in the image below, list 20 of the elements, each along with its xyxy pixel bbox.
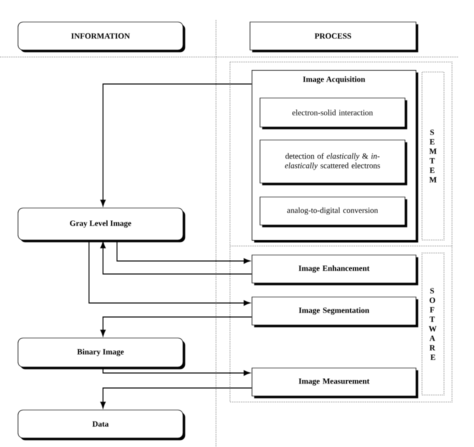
arrow [88, 240, 250, 306]
process-box: analog-to-digital conversion [260, 196, 408, 228]
vertical-label-box: SEM TEM [422, 72, 444, 240]
vertical-label-box: SOFTWARE [422, 252, 444, 396]
arrow [100, 316, 252, 336]
arrow [100, 242, 252, 274]
information-box: Gray Level Image [18, 208, 186, 242]
process-box: PROCESS [250, 22, 418, 52]
arrow [100, 84, 252, 206]
process-box: Image Segmentation [252, 296, 418, 328]
process-box: electron-solid interaction [260, 98, 408, 130]
information-box: Binary Image [18, 338, 186, 370]
arrow [116, 240, 250, 264]
arrow [102, 366, 250, 376]
process-box: Image Enhancement [252, 254, 418, 286]
process-box: Image Measurement [252, 368, 418, 398]
arrow [100, 388, 252, 408]
process-box: detection of elastically & in-elastically scattered electrons [260, 140, 408, 186]
information-box: INFORMATION [18, 22, 186, 52]
information-box: Data [18, 410, 186, 440]
